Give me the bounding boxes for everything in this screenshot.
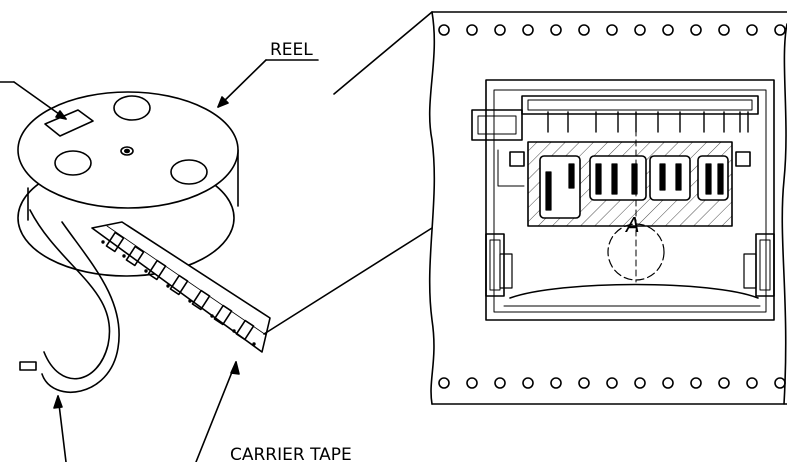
detail-frame-left xyxy=(428,11,436,405)
tape-pocket xyxy=(213,304,233,326)
small-peg-right xyxy=(735,151,751,167)
tape-sprocket-holes xyxy=(101,240,256,346)
bracket-right xyxy=(755,233,775,297)
small-peg-left xyxy=(509,151,525,167)
connector-pins xyxy=(547,111,749,133)
reel-label: REEL xyxy=(270,40,313,60)
pocket-curve xyxy=(509,283,759,299)
tape-pocket xyxy=(147,259,167,281)
contact-window xyxy=(649,155,691,201)
reel-label-patch xyxy=(44,109,94,137)
carrier-tape-strip xyxy=(91,221,271,463)
tape-pocket xyxy=(235,319,255,341)
detail-marker-label: A xyxy=(624,213,640,237)
contacts xyxy=(545,163,724,211)
detail-view xyxy=(428,11,787,405)
detail-frame-right xyxy=(781,23,787,405)
carrier-tape-label: CARRIER TAPE xyxy=(230,445,352,462)
loose-tape xyxy=(19,209,120,463)
detail-circle-a xyxy=(607,223,665,281)
zoom-line-bottom xyxy=(263,227,433,335)
label-leader-diag xyxy=(13,81,67,120)
reel xyxy=(0,81,239,277)
tape-pocket xyxy=(125,245,145,267)
reel-hole-right xyxy=(170,159,208,185)
detail-sprocket-row-top xyxy=(438,24,786,36)
carrier-tape-pointer xyxy=(195,361,237,463)
reel-pointer xyxy=(217,59,267,108)
tape-pocket xyxy=(191,289,211,311)
reel-hub xyxy=(120,146,134,156)
tape-pocket xyxy=(169,274,189,296)
reel-hole-left xyxy=(54,150,92,176)
tape-curl-outer xyxy=(29,209,111,380)
bracket-left xyxy=(485,233,505,297)
zoom-line-top xyxy=(333,11,433,95)
detail-sprocket-row-bottom xyxy=(438,377,786,389)
tape-end-tab xyxy=(19,361,37,371)
connector-rail xyxy=(521,95,759,115)
reel-hole-top xyxy=(113,95,151,121)
tape-curl-inner xyxy=(41,221,120,393)
side-latch xyxy=(471,109,523,141)
tape-pocket xyxy=(105,231,125,253)
